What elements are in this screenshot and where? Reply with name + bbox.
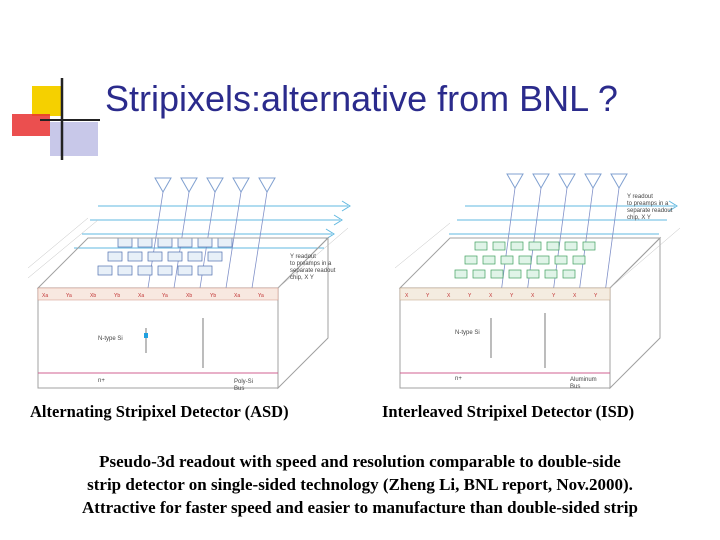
asd-pad-label: Yb bbox=[114, 293, 120, 299]
asd-pad-label: Xa bbox=[138, 293, 144, 299]
isd-diagram: X Y X Y X Y X Y X Y Y readout to preamps in a sep… bbox=[395, 173, 681, 390]
isd-readout-note-3: separate readout bbox=[627, 208, 673, 214]
description-line-3: Attractive for faster speed and easier t… bbox=[82, 498, 638, 517]
isd-pixel-grid bbox=[454, 241, 596, 279]
description-line-1: Pseudo-3d readout with speed and resolut… bbox=[99, 452, 621, 471]
isd-caption: Interleaved Stripixel Detector (ISD) bbox=[382, 402, 635, 421]
asd-pad-label: Ya bbox=[66, 293, 72, 299]
asd-pad-label: Xa bbox=[234, 293, 240, 299]
asd-readout-note-1: Y readout bbox=[290, 254, 316, 260]
asd-pad-band bbox=[37, 287, 279, 301]
isd-pad-label: Y bbox=[426, 293, 430, 299]
isd-pad-label: X bbox=[447, 293, 451, 299]
asd-block bbox=[36, 236, 330, 390]
isd-pad-label: Y bbox=[510, 293, 514, 299]
asd-caption: Alternating Stripixel Detector (ASD) bbox=[30, 402, 289, 421]
isd-pad-label: X bbox=[531, 293, 535, 299]
isd-bus-label-2: Bus bbox=[570, 384, 580, 390]
asd-pad-label: Yb bbox=[210, 293, 216, 299]
isd-pad-label: Y bbox=[468, 293, 472, 299]
isd-type-label: N-type Si bbox=[455, 330, 480, 336]
asd-pad-label: Xa bbox=[42, 293, 48, 299]
asd-pad-label: Ya bbox=[162, 293, 168, 299]
isd-preamp-triangles bbox=[506, 173, 628, 190]
isd-readout-note-4: chip, X Y bbox=[627, 215, 651, 221]
isd-pad-label: Y bbox=[594, 293, 598, 299]
description-line-2: strip detector on single-sided technolog… bbox=[87, 475, 633, 494]
isd-bus-label-1: Aluminum bbox=[570, 377, 597, 383]
asd-backside-label: n+ bbox=[98, 378, 105, 384]
asd-readout-lines bbox=[74, 205, 348, 249]
asd-type-label: N-type Si bbox=[98, 336, 123, 342]
asd-pixel-grid bbox=[97, 237, 233, 276]
asd-bus-label-2: Bus bbox=[234, 386, 244, 392]
isd-backside-label: n+ bbox=[455, 376, 462, 382]
isd-pad-band bbox=[399, 287, 611, 301]
asd-pad-label: Xb bbox=[90, 293, 96, 299]
slide-title: Stripixels:alternative from BNL ? bbox=[105, 78, 618, 119]
isd-pad-label: X bbox=[573, 293, 577, 299]
asd-readout-note-2: to preamps in a bbox=[290, 261, 332, 267]
isd-pad-label: X bbox=[489, 293, 493, 299]
slide-description: Pseudo-3d readout with speed and resolut… bbox=[10, 450, 710, 519]
asd-pad-label: Ya bbox=[258, 293, 264, 299]
asd-bus-label-1: Poly-Si bbox=[234, 379, 253, 385]
asd-readout-note-3: separate readout bbox=[290, 268, 336, 274]
asd-diagram: Xa Ya Xb Yb Xa Ya Xb Yb Xa Ya Y readout to preamp… bbox=[28, 177, 351, 392]
isd-pad-label: Y bbox=[552, 293, 556, 299]
slide-logo bbox=[12, 78, 100, 160]
isd-pad-label: X bbox=[405, 293, 409, 299]
asd-readout-note-4: chip, X Y bbox=[290, 275, 314, 281]
isd-readout-note-1: Y readout bbox=[627, 194, 653, 200]
asd-preamp-triangles bbox=[154, 177, 276, 194]
asd-pad-label: Xb bbox=[186, 293, 192, 299]
isd-readout-lines bbox=[449, 205, 675, 235]
isd-readout-note-2: to preamps in a bbox=[627, 201, 669, 207]
